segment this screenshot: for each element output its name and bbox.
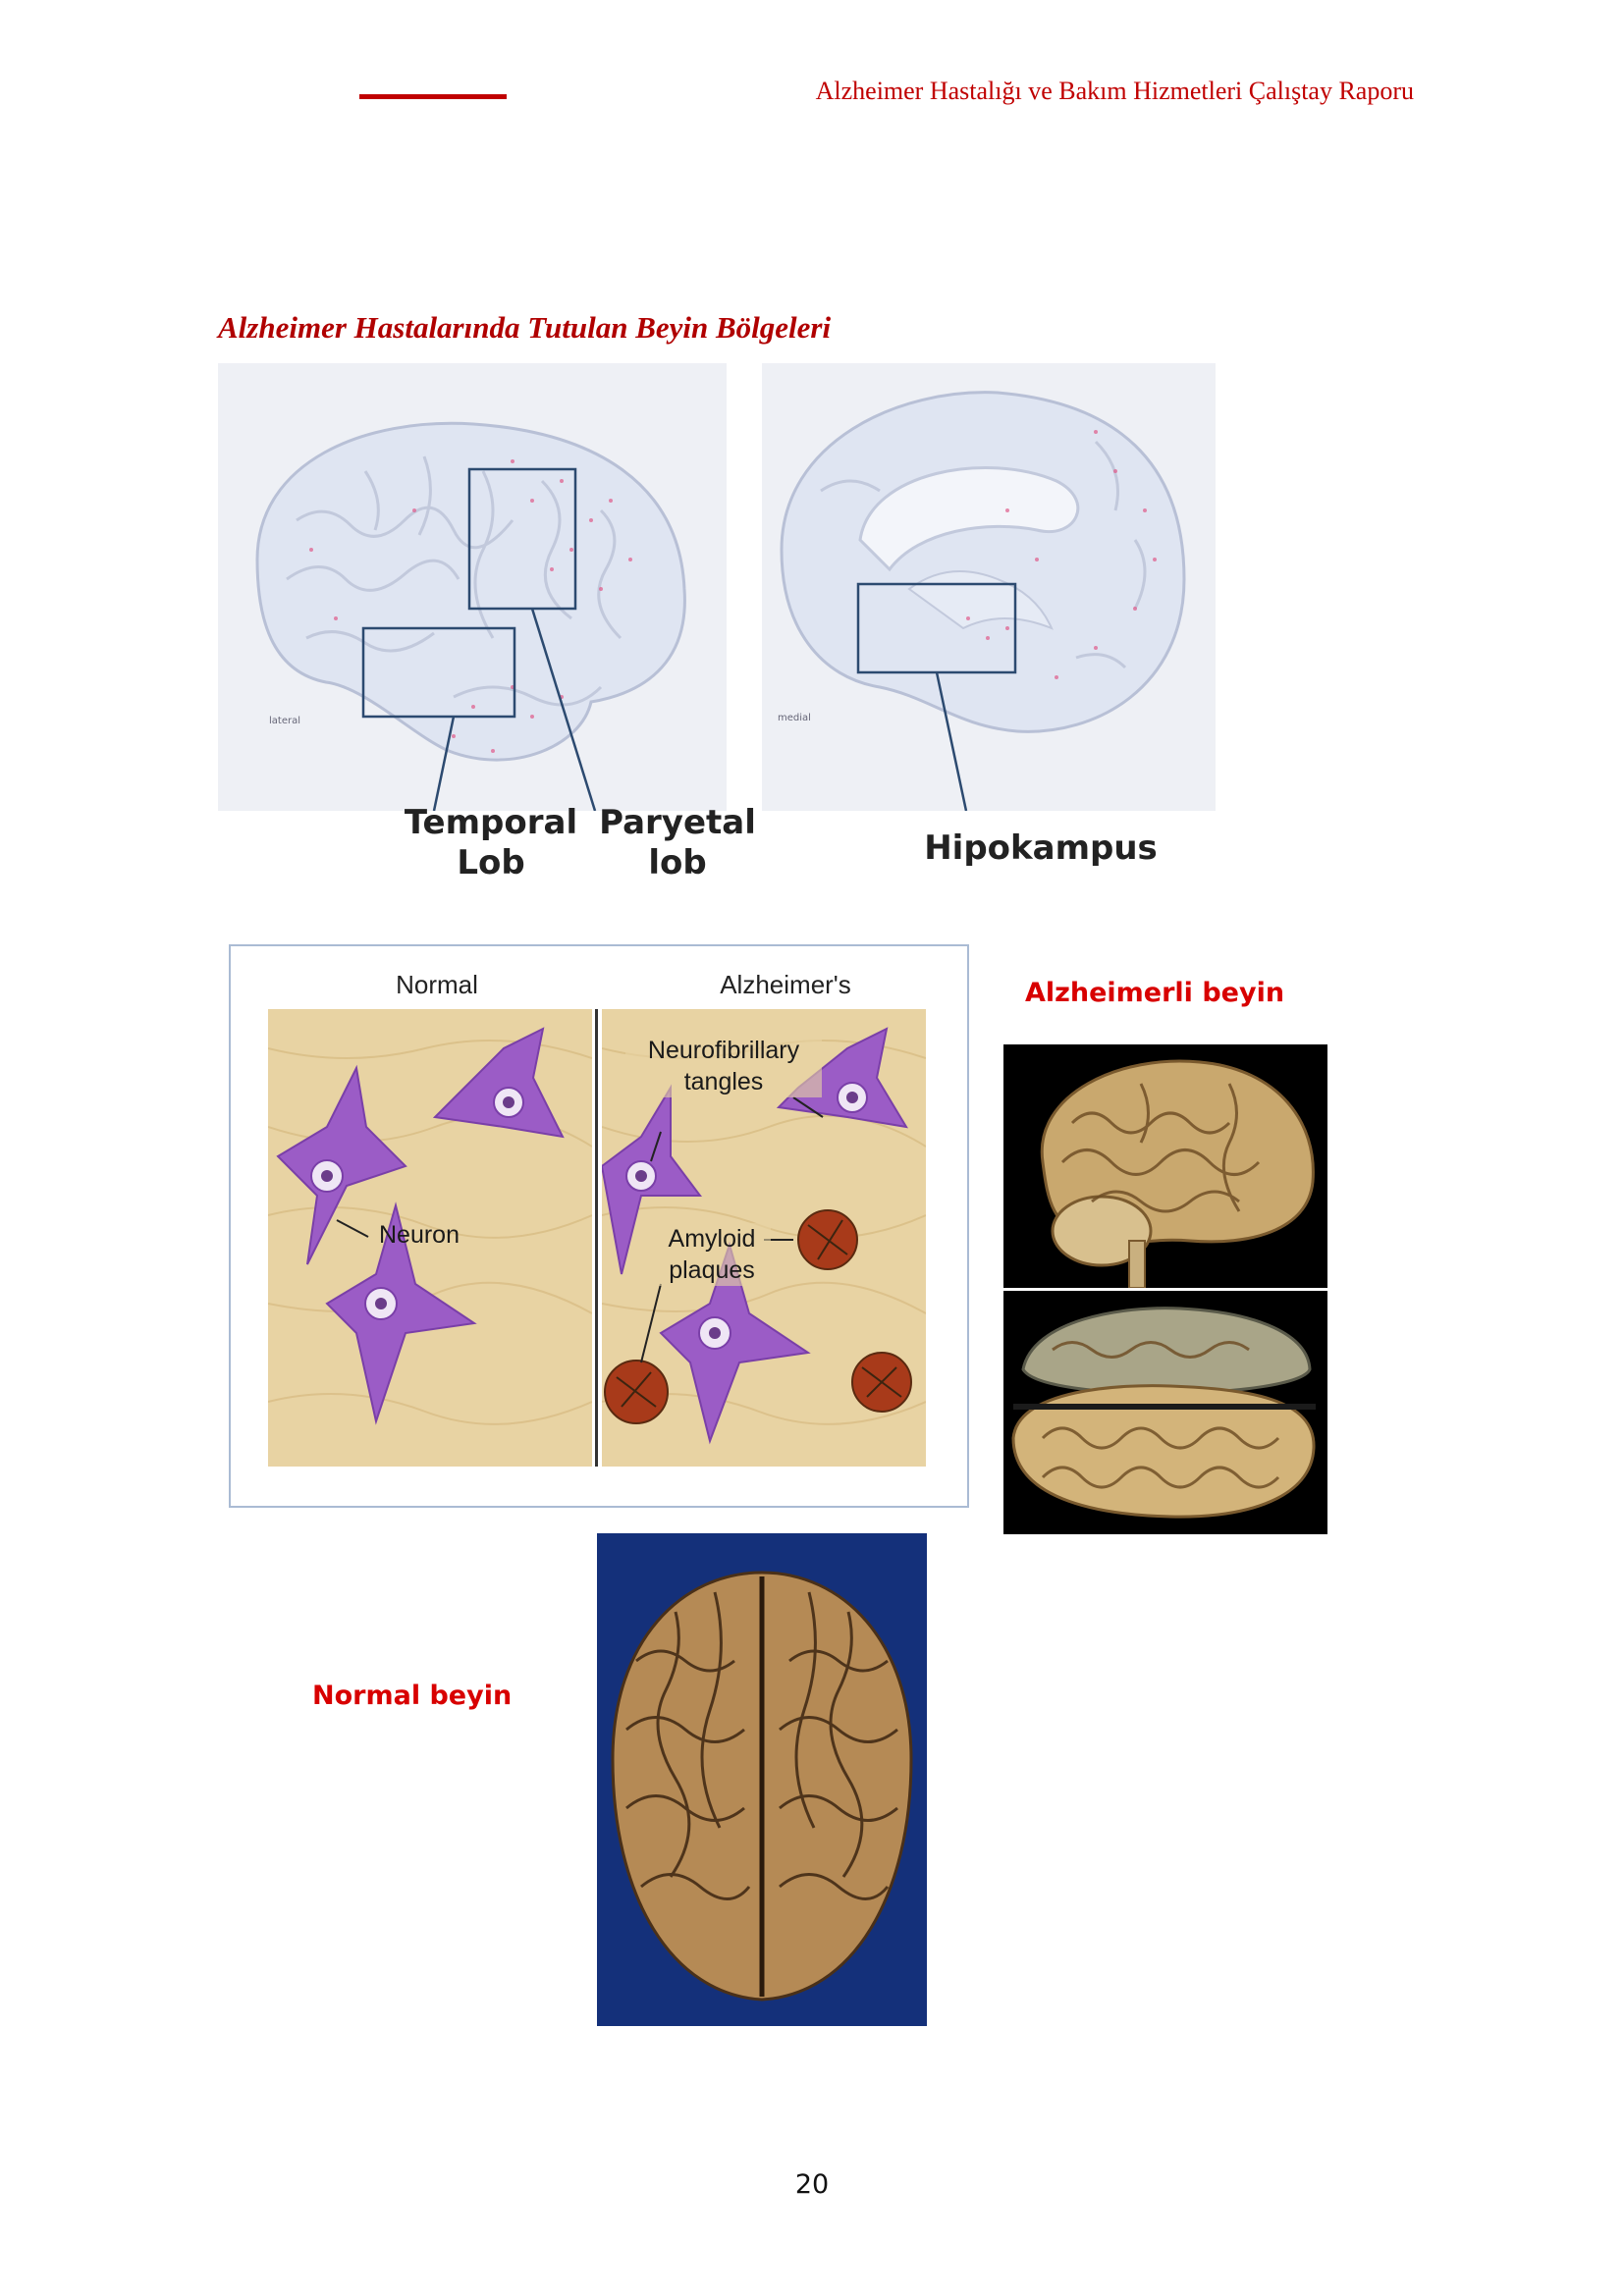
plaques-label: Amyloid plaques xyxy=(653,1223,771,1286)
lateral-brain-image: lateral xyxy=(218,363,727,811)
header-rule xyxy=(359,94,507,99)
normal-brain-photo xyxy=(597,1533,927,2026)
normal-brain-caption: Normal beyin xyxy=(312,1681,513,1711)
neuron-label: Neuron xyxy=(379,1221,460,1249)
tangles-label: Neurofibrillary tangles xyxy=(625,1035,822,1097)
hippocampus-label: Hipokampus xyxy=(924,828,1158,868)
alzheimer-brain-photo-top xyxy=(1003,1291,1327,1534)
header-title: Alzheimer Hastalığı ve Bakım Hizmetleri … xyxy=(815,77,1414,105)
alzheimers-panel-title: Alzheimer's xyxy=(720,970,851,999)
svg-text:medial: medial xyxy=(778,713,811,723)
medial-brain-image: medial xyxy=(762,363,1216,811)
normal-panel-title: Normal xyxy=(396,970,478,999)
temporal-lobe-label: Temporal Lob xyxy=(404,803,578,882)
svg-text:lateral: lateral xyxy=(269,716,300,726)
normal-neurons-illustration xyxy=(268,1009,592,1467)
page-number: 20 xyxy=(794,2169,830,2200)
neuron-comparison-figure: Normal Alzheimer's Neuron xyxy=(229,944,969,1508)
parietal-lobe-label: Paryetal lob xyxy=(599,803,756,882)
panel-divider xyxy=(595,1009,598,1467)
alzheimer-brain-photo-lateral xyxy=(1003,1044,1327,1288)
alzheimer-brain-caption: Alzheimerli beyin xyxy=(1025,978,1285,1008)
section-title: Alzheimer Hastalarında Tutulan Beyin Böl… xyxy=(218,310,832,345)
